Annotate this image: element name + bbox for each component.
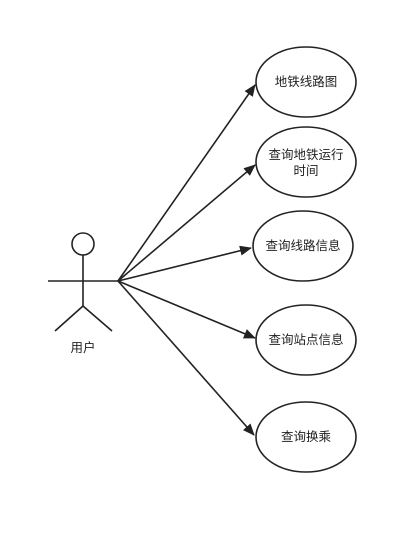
association-arrow-2 [117, 164, 256, 282]
use-case-ellipse [255, 304, 357, 376]
associations [117, 84, 256, 436]
use-case-ellipse [255, 401, 357, 473]
use-case-3: 查询线路信息 [252, 210, 354, 282]
actor-user: 用户 [48, 232, 118, 355]
use-case-label: 查询站点信息 [268, 332, 343, 347]
use-case-label: 地铁线路图 [275, 74, 338, 89]
use-case-ellipse [255, 46, 357, 118]
use-case-2: 查询地铁运行 时间 [255, 126, 357, 198]
actor-label: 用户 [70, 340, 95, 355]
association-arrow-5 [117, 280, 255, 436]
association-arrow-3 [117, 245, 252, 282]
use-case-1: 地铁线路图 [255, 46, 357, 118]
actor-left-leg [54, 305, 84, 332]
use-case-ellipse [255, 126, 357, 198]
use-case-label-line-1: 查询地铁运行 [268, 147, 343, 162]
actor-head [71, 232, 95, 256]
use-case-label: 查询换乘 [281, 429, 332, 444]
use-case-4: 查询站点信息 [255, 304, 357, 376]
use-case-label: 查询线路信息 [265, 238, 340, 253]
use-case-5: 查询换乘 [255, 401, 357, 473]
association-arrow-4 [117, 280, 256, 339]
actor-right-leg [82, 305, 113, 332]
use-case-label-line-2: 时间 [293, 163, 318, 178]
use-case-ellipse [252, 210, 354, 282]
association-arrow-1 [117, 84, 256, 282]
